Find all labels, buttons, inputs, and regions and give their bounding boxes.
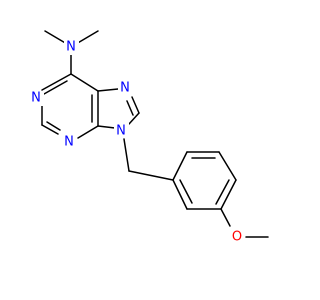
molecule-diagram: N N N N N O [29, 30, 269, 245]
bond-c5-n7 [97, 88, 119, 92]
bond-c6-n1 [41, 73, 72, 91]
atom-n-ring3: N [64, 135, 74, 150]
bond-c8-n9 [128, 112, 140, 125]
bond-n7-c8-double [126, 100, 134, 116]
bond-ch2-phenyl [128, 170, 174, 181]
bond-c2-n3-double [46, 121, 61, 131]
bond-ph-c6-c1 [172, 179, 188, 210]
atom-o-methoxy: O [232, 230, 242, 245]
bond-c2-n3 [41, 124, 59, 135]
bond-ph-c3-c4 [218, 151, 237, 181]
bond-c5-c6 [70, 73, 99, 92]
atom-n-ring1: N [31, 91, 41, 106]
atom-labels: N N N N N O [29, 40, 245, 245]
atom-n-imidazole9: N [116, 124, 126, 139]
bond-n9-ch2 [123, 138, 130, 172]
bond-ph-c1-c2 [172, 151, 188, 181]
bond-n-methyl-left [44, 30, 68, 45]
bond-c6-n1-double [43, 80, 68, 95]
bond-n7-c8 [131, 96, 140, 114]
atom-n-dimethyl: N [66, 40, 76, 55]
bond-ph-o [220, 208, 231, 227]
bonds [41, 30, 269, 238]
bond-ph-c4-c5 [220, 179, 237, 210]
structure-canvas: N N N N N O [29, 30, 269, 245]
atom-n-imidazole7: N [120, 81, 130, 96]
bond-n3-c4 [77, 125, 99, 139]
bond-n-methyl-right [75, 30, 99, 45]
bond-ph-c6-c1-double [179, 179, 193, 204]
bond-n9-c4 [97, 125, 116, 129]
bond-ph-c4-c5-double [215, 179, 230, 205]
